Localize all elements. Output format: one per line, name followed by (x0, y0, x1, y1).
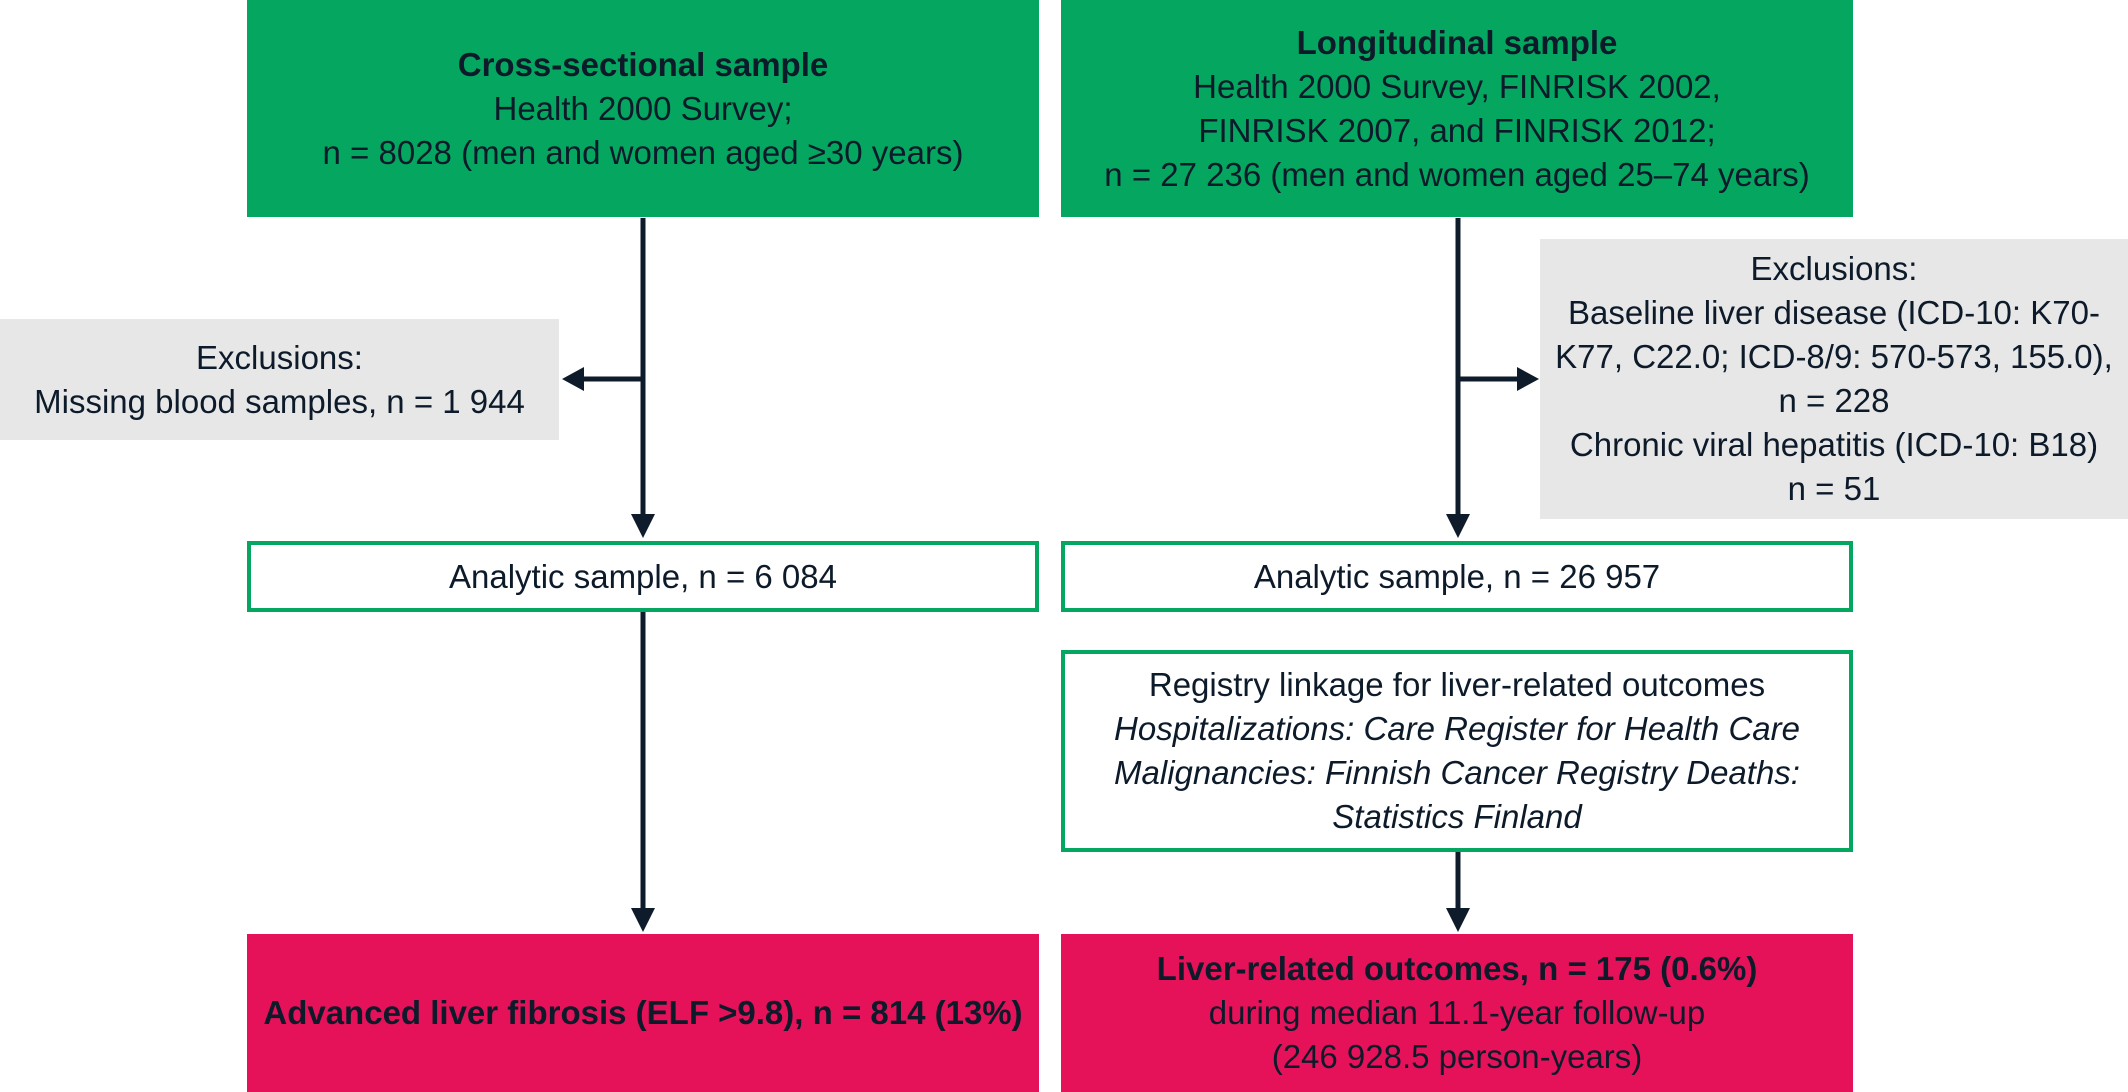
arrowhead-right-exclusion (1517, 367, 1539, 391)
exclusions-right-line2: K77, C22.0; ICD-8/9: 570-573, 155.0), (1555, 338, 2113, 375)
arrowhead-right-outcome (1446, 908, 1470, 932)
cross-sectional-line2: n = 8028 (men and women aged ≥30 years) (322, 133, 964, 171)
exclusions-right-line3: n = 228 (1778, 382, 1890, 419)
outcome-right-line1: during median 11.1-year follow-up (1208, 994, 1706, 1031)
outcome-right-title: Liver-related outcomes, n = 175 (0.6%) (1156, 950, 1758, 987)
arrowhead-left-exclusion (562, 367, 584, 391)
analytic-sample-right-label: Analytic sample, n = 26 957 (1253, 557, 1661, 595)
exclusions-right-heading: Exclusions: (1750, 250, 1918, 287)
outcome-left-box: Advanced liver fibrosis (ELF >9.8), n = … (247, 934, 1039, 1092)
registry-linkage-box: Registry linkage for liver-related outco… (1061, 650, 1853, 852)
exclusions-right-line4: Chronic viral hepatitis (ICD-10: B18) (1569, 426, 2099, 463)
analytic-sample-right-box: Analytic sample, n = 26 957 (1061, 541, 1853, 612)
registry-heading: Registry linkage for liver-related outco… (1148, 666, 1766, 703)
exclusions-left-line1: Missing blood samples, n = 1 944 (34, 382, 525, 420)
exclusions-left-box: Exclusions: Missing blood samples, n = 1… (0, 319, 559, 440)
longitudinal-line2: FINRISK 2007, and FINRISK 2012; (1198, 111, 1716, 149)
arrowhead-left-analytic (631, 514, 655, 538)
longitudinal-line3: n = 27 236 (men and women aged 25–74 yea… (1104, 155, 1810, 193)
analytic-sample-left-box: Analytic sample, n = 6 084 (247, 541, 1039, 612)
exclusions-left-heading: Exclusions: (196, 338, 363, 376)
exclusions-right-line1: Baseline liver disease (ICD-10: K70- (1568, 294, 2100, 331)
outcome-left-label: Advanced liver fibrosis (ELF >9.8), n = … (263, 994, 1023, 1031)
longitudinal-line1: Health 2000 Survey, FINRISK 2002, (1193, 67, 1721, 105)
exclusions-right-box: Exclusions: Baseline liver disease (ICD-… (1540, 239, 2128, 519)
cross-sectional-sample-box: Cross-sectional sample Health 2000 Surve… (247, 0, 1039, 217)
arrowhead-right-analytic (1446, 514, 1470, 538)
registry-line1: Hospitalizations: Care Register for Heal… (1114, 710, 1800, 747)
longitudinal-title: Longitudinal sample (1296, 23, 1618, 61)
exclusions-right-line5: n = 51 (1787, 470, 1881, 507)
outcome-right-box: Liver-related outcomes, n = 175 (0.6%) d… (1061, 934, 1853, 1092)
registry-line3: Statistics Finland (1332, 798, 1582, 835)
longitudinal-sample-box: Longitudinal sample Health 2000 Survey, … (1061, 0, 1853, 217)
analytic-sample-left-label: Analytic sample, n = 6 084 (449, 557, 837, 595)
cross-sectional-line1: Health 2000 Survey; (493, 89, 793, 127)
outcome-right-line2: (246 928.5 person-years) (1271, 1038, 1643, 1075)
cross-sectional-title: Cross-sectional sample (457, 45, 829, 83)
arrowhead-left-outcome (631, 908, 655, 932)
registry-line2: Malignancies: Finnish Cancer Registry De… (1114, 754, 1800, 791)
